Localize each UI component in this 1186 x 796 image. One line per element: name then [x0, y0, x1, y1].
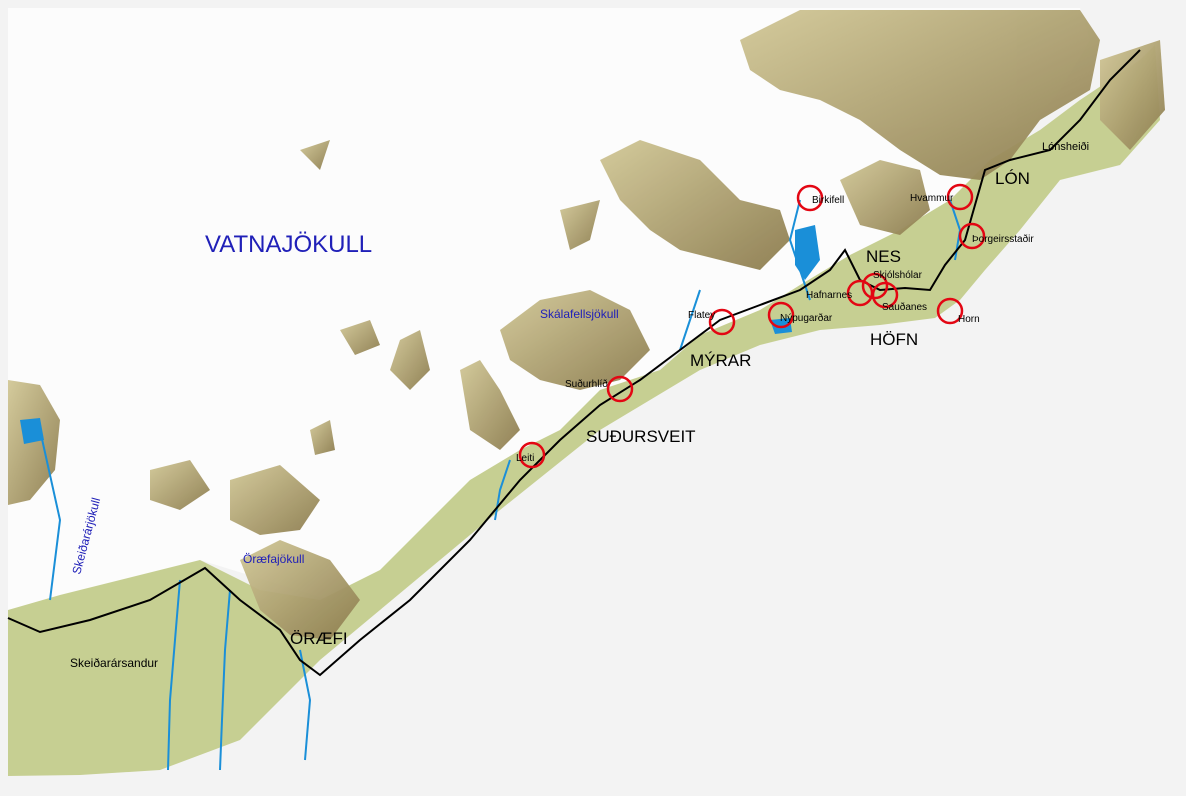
region-label-oraefi: ÖRÆFI: [290, 629, 348, 648]
glacier-label-skalafellsjokull: Skálafellsjökull: [540, 307, 619, 321]
site-label-flatey: Flatey: [688, 310, 715, 321]
site-marker-horn[interactable]: [936, 297, 964, 325]
site-label-nypugardar: Nýpugarðar: [780, 312, 833, 324]
glacier-label-vatnajokull: VATNAJÖKULL: [205, 231, 372, 258]
site-marker-nypugardar[interactable]: [767, 301, 795, 329]
site-label-hafnarnes: Hafnarnes: [806, 290, 852, 301]
site-label-horn: Horn: [958, 314, 980, 325]
site-marker-birkifell[interactable]: [796, 184, 824, 212]
site-marker-saudanes[interactable]: [871, 281, 899, 309]
site-label-thorgeirsstadir: Þorgeirsstaðir: [972, 233, 1034, 245]
rivers: [39, 199, 962, 771]
site-marker-sudurhlid[interactable]: [606, 375, 634, 403]
glacier-label-oraefajokull: Öræfajökull: [243, 552, 304, 566]
site-marker-leiti[interactable]: [518, 441, 546, 469]
place-label-skeidararsandur: Skeiðarársandur: [70, 656, 158, 670]
region-label-hofn: HÖFN: [870, 330, 918, 349]
site-marker-flatey[interactable]: [708, 308, 736, 336]
site-marker-thorgeirsstadir[interactable]: [958, 222, 986, 250]
site-label-saudanes: Sauðanes: [882, 301, 927, 313]
site-label-leiti: Leiti: [516, 453, 534, 464]
site-markers: [518, 183, 986, 469]
region-label-myrar: MÝRAR: [690, 351, 751, 370]
place-label-lonsheidi: Lónsheiði: [1042, 141, 1089, 153]
site-label-birkifell: Birkifell: [812, 195, 844, 206]
lowland: [8, 45, 1160, 776]
region-label-nes: NES: [866, 247, 901, 266]
site-label-hvammur: Hvammur: [910, 193, 954, 204]
mountains: [8, 10, 1165, 640]
region-label-lon: LÓN: [995, 169, 1030, 188]
region-label-sudursveit: SUÐURSVEIT: [586, 427, 696, 446]
site-marker-skjolsholar[interactable]: [861, 272, 889, 300]
site-marker-hvammur[interactable]: [946, 183, 974, 211]
site-label-sudurhlid: Suðurhlíð: [565, 378, 608, 390]
ring-road: [7, 49, 1141, 677]
site-label-skjolsholar: Skjólshólar: [873, 270, 923, 281]
